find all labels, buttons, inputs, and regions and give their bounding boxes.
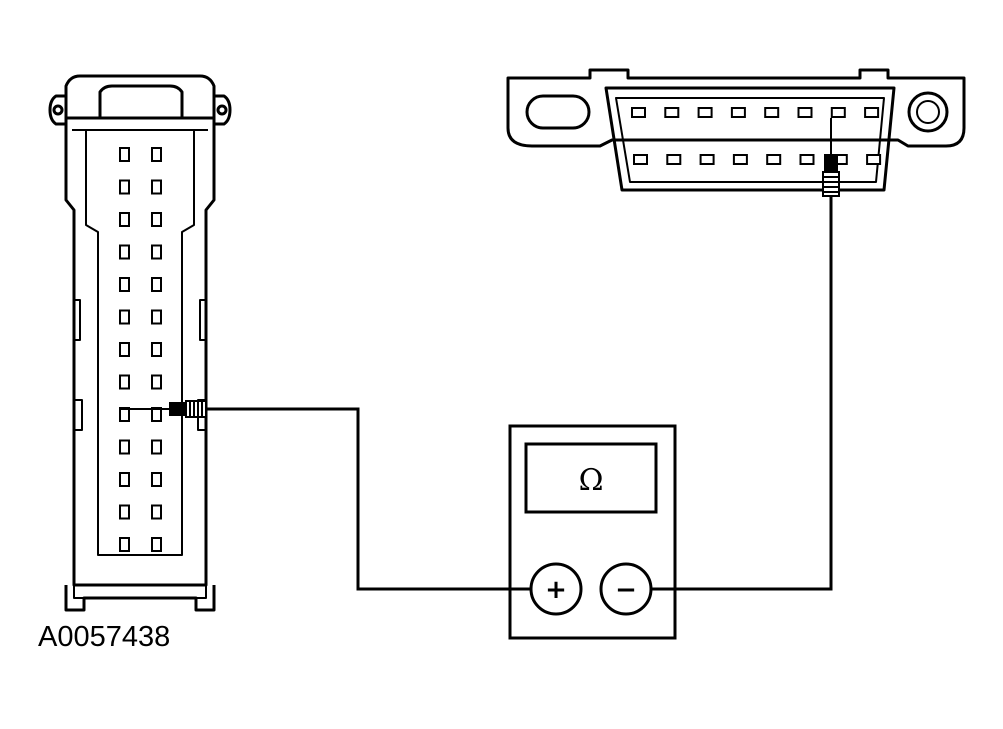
pin-cavity (151, 212, 162, 227)
obd-pin-cavity (830, 107, 846, 118)
obd-pin-cavity (699, 154, 715, 165)
pin-cavity (151, 342, 162, 357)
obd-pin-cavity (697, 107, 713, 118)
pin-cavity (151, 439, 162, 455)
pin-cavity (119, 277, 130, 292)
negative-lead-wire (651, 196, 833, 591)
pin-cavity (119, 439, 130, 455)
obd-pin-grid (631, 107, 882, 165)
obd-pin-cavity (664, 107, 680, 118)
connector-pin-grid (119, 147, 162, 552)
pin-cavity (119, 374, 130, 390)
pin-cavity (151, 277, 162, 292)
pin-cavity (151, 374, 162, 390)
pin-cavity (119, 309, 130, 325)
pin-cavity (119, 504, 130, 520)
positive-terminal-label: + (545, 575, 567, 605)
pin-cavity (119, 244, 130, 260)
obd-pin-cavity (866, 154, 882, 165)
test-probe-icon (822, 118, 840, 197)
multi-pin-connector-icon (48, 74, 232, 612)
obd-dlc-connector-icon (506, 68, 966, 192)
obd-pin-cavity (666, 154, 682, 165)
obd-pin-cavity (732, 154, 748, 165)
ohm-symbol: Ω (579, 463, 604, 498)
pin-cavity (119, 472, 130, 487)
test-probe-icon (120, 400, 207, 418)
pin-cavity (119, 537, 130, 552)
obd-pin-cavity (766, 154, 782, 165)
obd-pin-cavity (799, 154, 815, 165)
test-leads (206, 196, 833, 591)
pin-cavity (151, 472, 162, 487)
pin-cavity (119, 342, 130, 357)
negative-terminal-label: − (615, 575, 637, 605)
obd-pin-cavity (730, 107, 746, 118)
positive-lead-wire (206, 407, 531, 591)
pin-cavity (151, 244, 162, 260)
pin-cavity (151, 179, 162, 195)
obd-pin-cavity (631, 107, 646, 118)
pin-cavity (119, 147, 130, 162)
pin-cavity (151, 504, 162, 520)
obd-pin-cavity (764, 107, 780, 118)
pin-cavity (119, 179, 130, 195)
pin-cavity (151, 309, 162, 325)
figure-id: A0057438 (38, 621, 171, 653)
obd-pin-cavity (864, 107, 880, 118)
pin-cavity (119, 212, 130, 227)
obd-pin-cavity (633, 154, 648, 165)
obd-pin-cavity (797, 107, 813, 118)
pin-cavity (151, 147, 162, 162)
meter-display (524, 442, 658, 514)
pin-cavity (151, 537, 162, 552)
ohmmeter-icon: Ω + − (508, 424, 677, 640)
